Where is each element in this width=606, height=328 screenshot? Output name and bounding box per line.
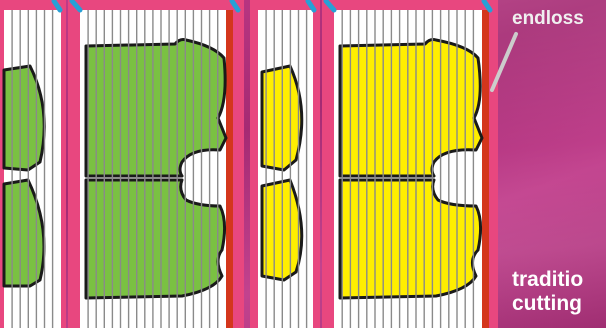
end-bar-4 bbox=[482, 10, 489, 328]
end-bar-2 bbox=[226, 10, 233, 328]
traditional-label: traditio bbox=[512, 268, 583, 292]
cutting-label: cutting bbox=[512, 292, 582, 316]
endloss-label: endloss bbox=[512, 8, 584, 30]
piece-sleeve-green-1 bbox=[4, 66, 44, 170]
